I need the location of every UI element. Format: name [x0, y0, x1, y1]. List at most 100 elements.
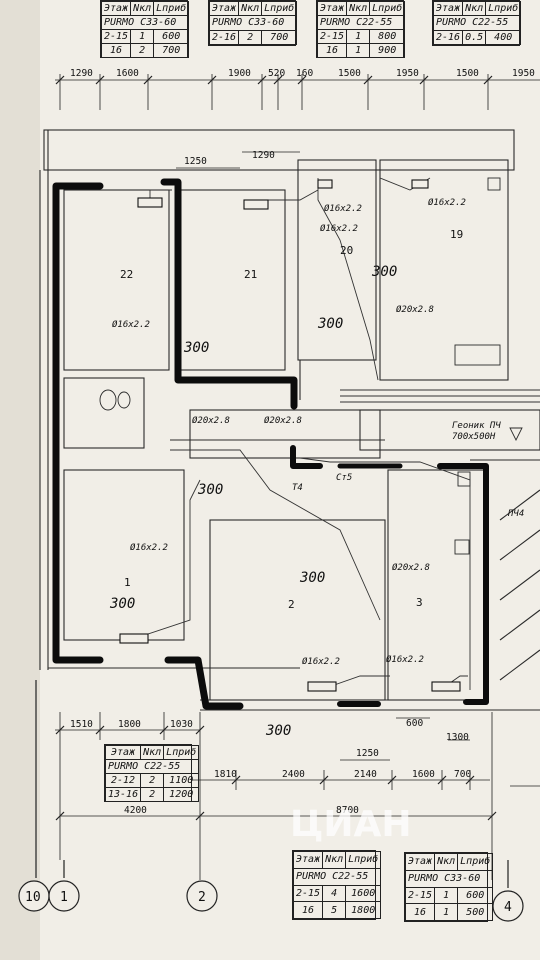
table-model: PURMO C22-55 [292, 867, 382, 886]
table-cell: 1 [346, 29, 371, 44]
dimension-label: 1900 [228, 68, 251, 79]
dimension-label: 1510 [70, 719, 93, 730]
dimension-label: 2400 [282, 769, 305, 780]
meter-label: Геоник ПЧ [452, 421, 501, 431]
pipe-size-label: Ø16x2.2 [324, 203, 362, 214]
table-cell: 500 [457, 903, 494, 921]
pipe-size-label: Ø16x2.2 [428, 197, 466, 208]
room-1-label: 1 [124, 576, 131, 589]
table-cell: 1100 [163, 773, 200, 788]
table-cell: 2 [140, 787, 165, 802]
paper-shadow-left [0, 0, 40, 960]
table-header: Lприб [485, 0, 522, 17]
table-cell: 2 [140, 773, 165, 788]
bottom-dimension-ticks [55, 725, 497, 821]
dimension-label: 1500 [338, 68, 361, 79]
meter-size-label: 700x500Н [452, 432, 496, 442]
fixtures [99, 177, 523, 555]
pipe-size-label: Ø20x2.8 [392, 562, 430, 573]
table-header: Этаж [100, 1, 132, 16]
table-header: Этаж [292, 851, 324, 869]
table-header: Lприб [153, 1, 190, 16]
handwritten-300-mark: 300 [299, 570, 325, 586]
room-3-label: 3 [416, 596, 423, 609]
dimension-label: 2140 [354, 769, 377, 780]
table-cell: 0.5 [462, 29, 487, 46]
dimension-label: 600 [406, 718, 423, 729]
table-cell: 800 [369, 29, 406, 44]
table-cell: 16 [292, 901, 324, 919]
heating-pipes [129, 177, 540, 691]
dimension-label: 1500 [456, 68, 479, 79]
table-cell: 2-15 [316, 29, 348, 44]
dimension-label: 160 [296, 68, 313, 79]
table-cell: 400 [485, 29, 522, 46]
bottom-dimension-lines [55, 712, 540, 880]
axis-label-10: 10 [25, 890, 41, 905]
pipe-size-label: Ø20x2.8 [192, 415, 230, 426]
watermark: ЦИАН [290, 804, 412, 845]
table-header: Lприб [163, 745, 200, 760]
table-header: Lприб [261, 0, 298, 17]
table-cell: 1 [434, 903, 459, 921]
pipe-size-label: Ø16x2.2 [112, 319, 150, 330]
table-cell: 13-16 [104, 787, 142, 802]
table-cell: 1 [346, 43, 371, 58]
pipe-size-label: Ø20x2.8 [396, 304, 434, 315]
handwritten-300-mark: 300 [265, 723, 291, 739]
table-model: PURMO C33-60 [100, 15, 190, 30]
table-header: Nкл [462, 0, 487, 17]
dimension-label: 1600 [116, 68, 139, 79]
axis-label-1: 1 [60, 890, 68, 905]
table-cell: 600 [153, 29, 190, 44]
top-dimension-ticks [55, 75, 493, 85]
dimension-label: 1290 [252, 150, 275, 161]
table-cell: 1 [434, 886, 459, 905]
dimension-label: 1950 [396, 68, 419, 79]
table-cell: 1800 [345, 901, 382, 919]
table-cell: 16 [316, 43, 348, 58]
table-header: Nкл [140, 745, 165, 760]
handwritten-300-mark: 300 [197, 482, 223, 498]
axis-label-4: 4 [504, 900, 512, 915]
axis-label-2: 2 [198, 890, 206, 905]
table-model: PURMO C22-55 [104, 759, 200, 774]
table-cell: 2-15 [404, 886, 436, 905]
dimension-label: 700 [454, 769, 471, 780]
pipe-size-label: Ø16x2.2 [386, 654, 424, 665]
table-cell: 16 [404, 903, 436, 921]
table-cell: 4 [322, 884, 347, 903]
table-cell: 2-15 [100, 29, 132, 44]
riser-label: Ст5 [336, 473, 352, 483]
table-cell: 600 [457, 886, 494, 905]
handwritten-300-mark: 300 [109, 596, 135, 612]
handwritten-300-mark: 300 [371, 264, 397, 280]
table-cell: 2-16 [432, 29, 464, 46]
table-cell: 16 [100, 43, 132, 58]
table-header: Nкл [322, 851, 347, 869]
dimension-label: 1030 [170, 719, 193, 730]
table-cell: 2 [238, 29, 263, 46]
dimension-label: 1600 [412, 769, 435, 780]
dimension-label: 1250 [184, 156, 207, 167]
dimension-label: 1810 [214, 769, 237, 780]
table-header: Этаж [404, 853, 436, 871]
table-cell: 2-15 [292, 884, 324, 903]
room-22-label: 22 [120, 268, 133, 281]
table-header: Этаж [104, 745, 142, 760]
radiators [119, 179, 461, 692]
table-cell: 700 [153, 43, 190, 58]
table-cell: 2 [130, 43, 155, 58]
room-19-label: 19 [450, 228, 463, 241]
table-header: Nкл [346, 1, 371, 16]
table-cell: 2-12 [104, 773, 142, 788]
table-header: Lприб [369, 1, 406, 16]
table-header: Nкл [434, 853, 459, 871]
table-header: Nкл [130, 1, 155, 16]
